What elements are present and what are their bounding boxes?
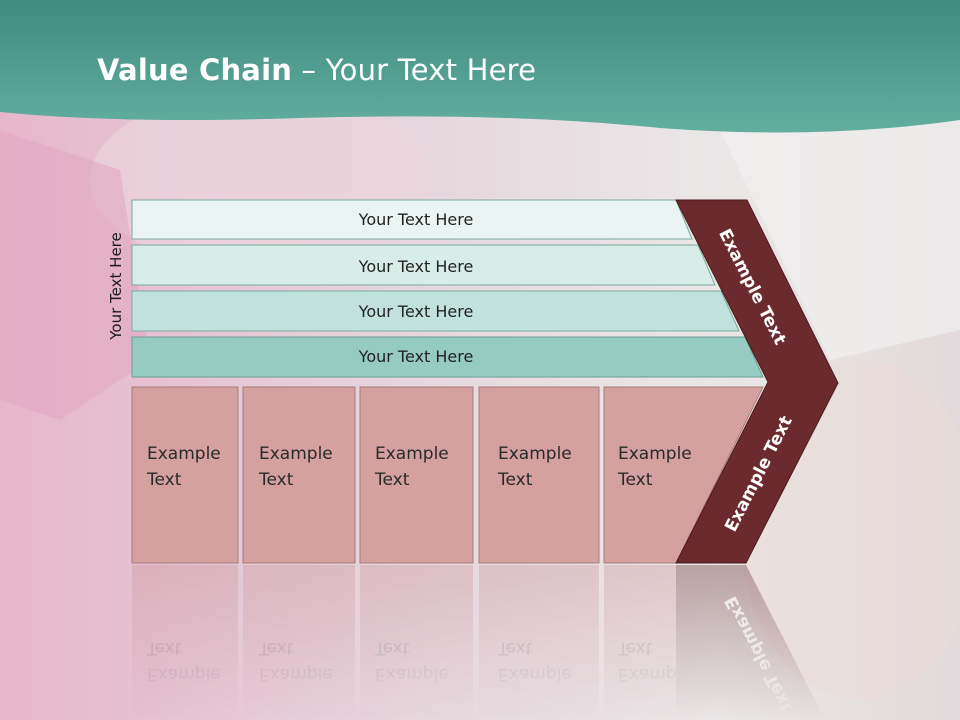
reflection-column-5-line2: Text — [617, 638, 653, 658]
column-3: Example Text — [359, 386, 474, 564]
column-3-line1: Example — [375, 444, 449, 464]
column-5: Example Text — [603, 386, 764, 564]
bar-4-label: Your Text Here — [358, 347, 474, 366]
column-2-line1: Example — [259, 444, 333, 464]
bar-3: Your Text Here — [131, 290, 740, 332]
column-1-line1: Example — [147, 444, 221, 464]
column-1-line2: Text — [146, 470, 182, 490]
column-2-line2: Text — [258, 470, 294, 490]
reflection-column-1-line1: Example — [147, 664, 221, 684]
bar-1: Your Text Here — [131, 199, 693, 240]
bar-2-label: Your Text Here — [358, 257, 474, 276]
column-5-line2: Text — [617, 470, 653, 490]
bar-4: Your Text Here — [131, 336, 764, 378]
column-4: Example Text — [478, 386, 600, 564]
column-4-line2: Text — [497, 470, 533, 490]
column-3-line2: Text — [374, 470, 410, 490]
column-1: Example Text — [131, 386, 239, 564]
reflection-column-5-line1: Example — [618, 664, 692, 684]
bar-1-label: Your Text Here — [358, 210, 474, 229]
column-5-line1: Example — [618, 444, 692, 464]
reflection-column-2-line2: Text — [258, 638, 294, 658]
reflection-column-1-line2: Text — [146, 638, 182, 658]
bar-2: Your Text Here — [131, 244, 716, 286]
reflection-column-2-line1: Example — [259, 664, 333, 684]
title-bold: Value Chain — [97, 53, 293, 87]
column-2: Example Text — [242, 386, 356, 564]
reflection-column-4-line2: Text — [497, 638, 533, 658]
bar-3-label: Your Text Here — [358, 302, 474, 321]
reflection-column-4-line1: Example — [498, 664, 572, 684]
page-title: Value Chain – Your Text Here — [97, 53, 536, 87]
reflection: Example Text Example Text Example Text E… — [132, 565, 826, 720]
reflection-column-3-line2: Text — [374, 638, 410, 658]
title-rest: – Your Text Here — [292, 53, 537, 87]
reflection-column-3-line1: Example — [375, 664, 449, 684]
column-4-line1: Example — [498, 444, 572, 464]
header-band — [0, 0, 960, 133]
